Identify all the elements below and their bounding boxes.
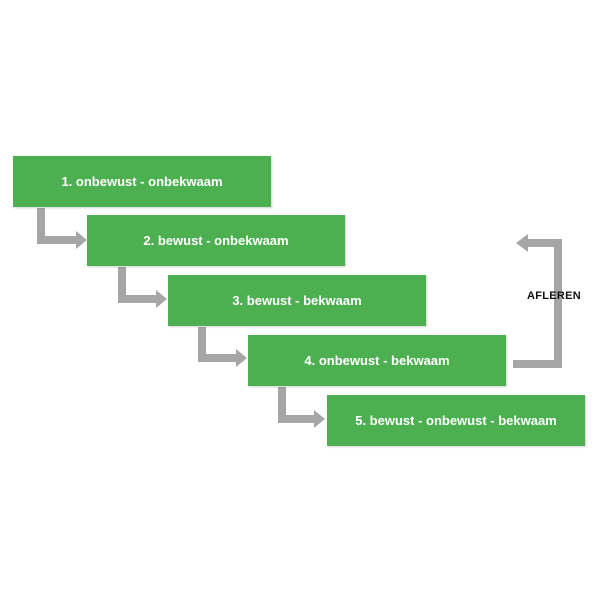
stage-4-label: 4. onbewust - bekwaam xyxy=(304,353,450,368)
afleren-loop-arrowhead xyxy=(516,234,528,252)
connector-arrowhead-3-4 xyxy=(236,349,247,367)
connector-arrowhead-1-2 xyxy=(76,231,87,249)
stage-3-label: 3. bewust - bekwaam xyxy=(232,293,362,308)
stage-3-box: 3. bewust - bekwaam xyxy=(168,275,426,326)
connector-arrow-1-2 xyxy=(37,208,78,244)
stage-1-box: 1. onbewust - onbekwaam xyxy=(13,156,271,207)
stage-1-label: 1. onbewust - onbekwaam xyxy=(61,174,223,189)
stage-2-label: 2. bewust - onbekwaam xyxy=(143,233,289,248)
afleren-label: AFLEREN xyxy=(527,290,582,302)
stage-4-box: 4. onbewust - bekwaam xyxy=(248,335,506,386)
connector-arrow-3-4 xyxy=(198,327,238,362)
connector-arrowhead-2-3 xyxy=(156,290,167,308)
afleren-loop-arrow xyxy=(513,239,562,368)
stage-5-box: 5. bewust - onbewust - bekwaam xyxy=(327,395,585,446)
stage-2-box: 2. bewust - onbekwaam xyxy=(87,215,345,266)
connector-arrowhead-4-5 xyxy=(314,410,325,428)
connector-arrow-2-3 xyxy=(118,267,158,303)
connector-arrow-4-5 xyxy=(278,387,316,423)
stage-5-label: 5. bewust - onbewust - bekwaam xyxy=(355,413,557,428)
